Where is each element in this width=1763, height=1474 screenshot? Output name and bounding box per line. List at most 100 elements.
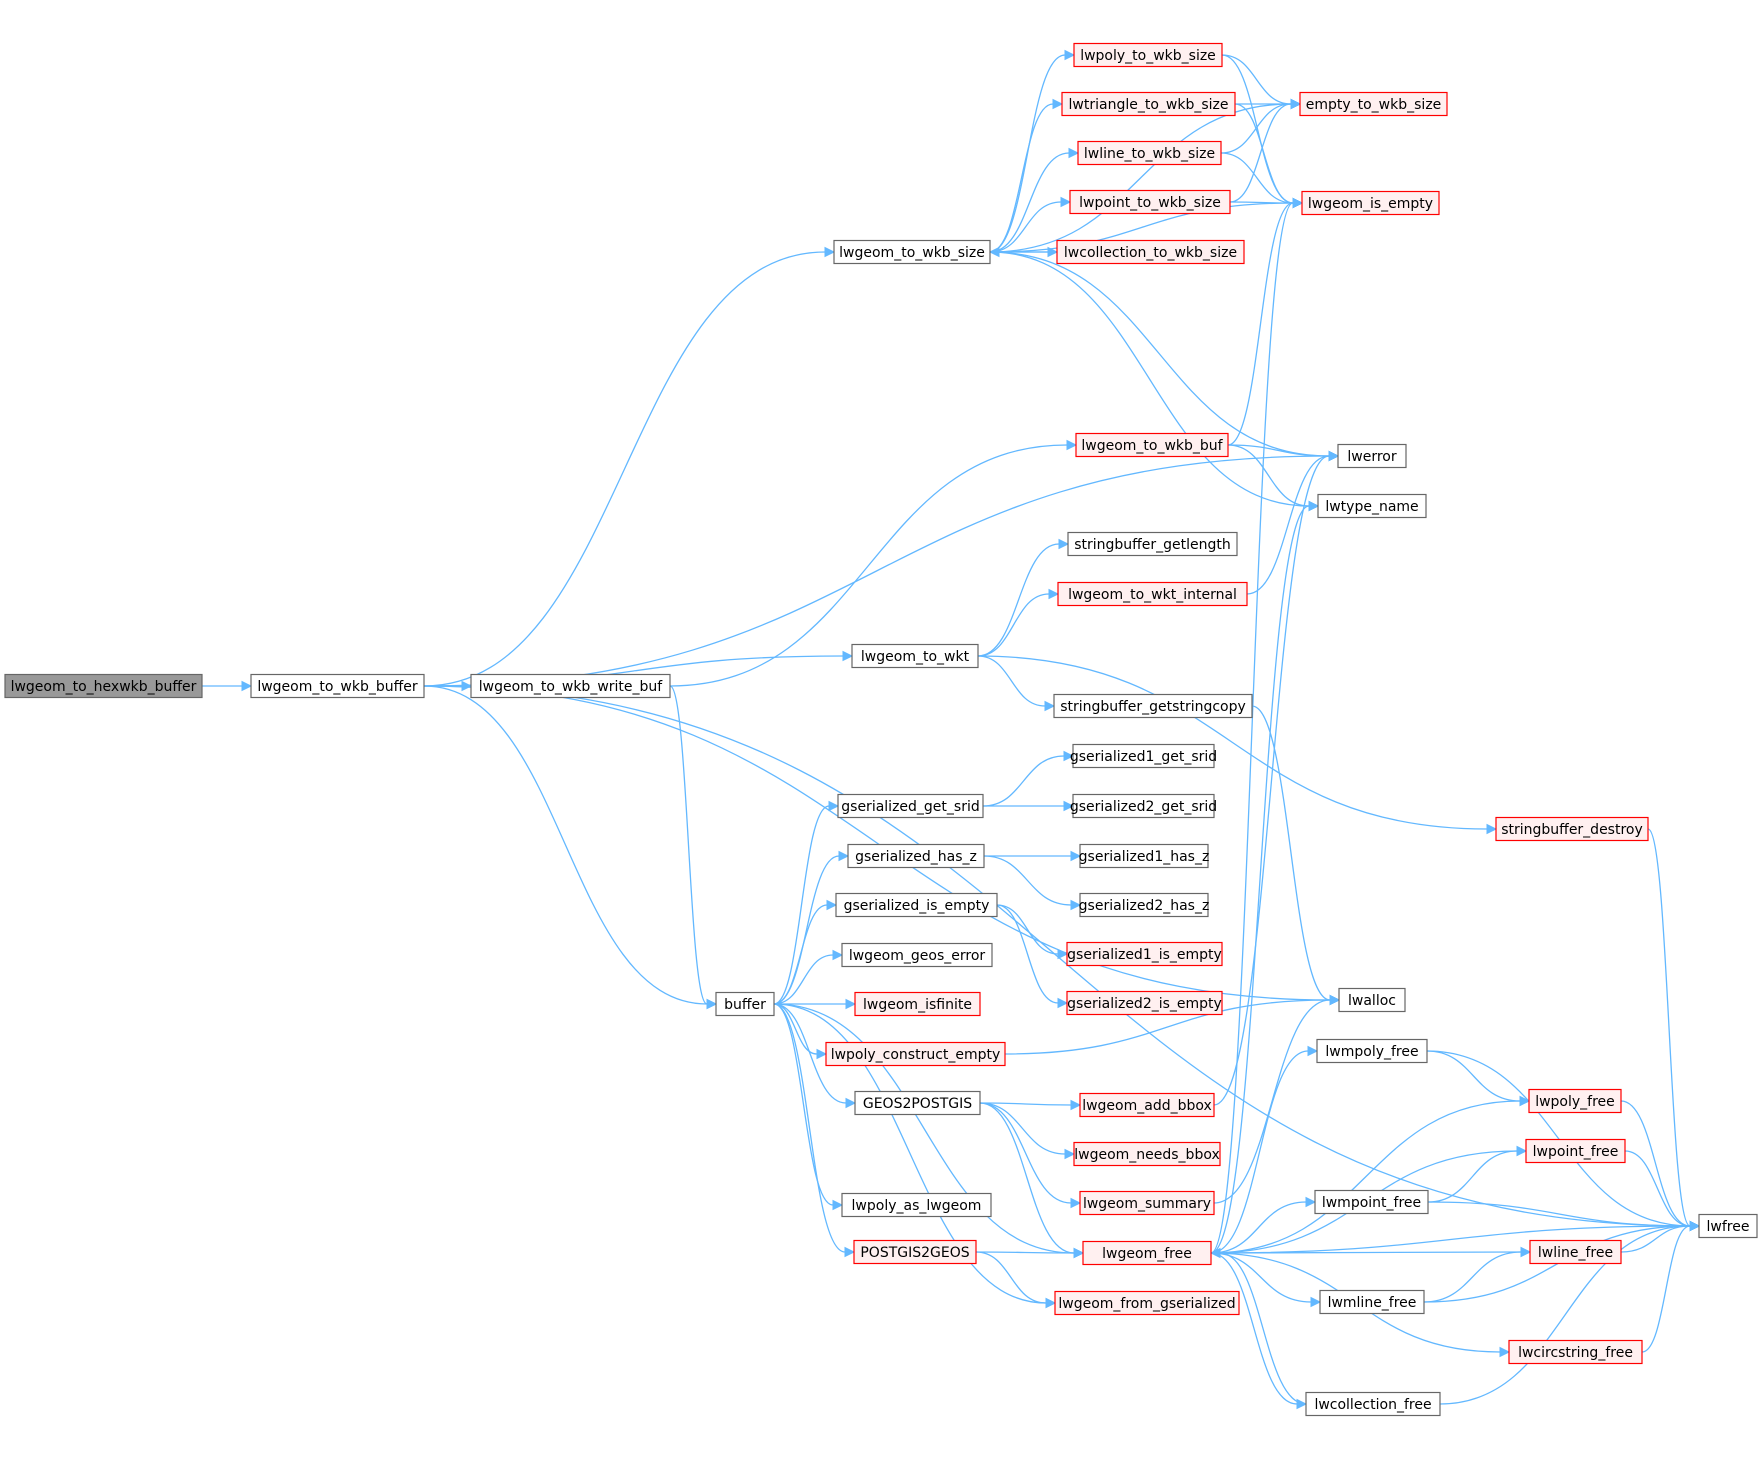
node-gserialized1-has-z[interactable]: gserialized1_has_z (1079, 843, 1210, 869)
node-box (1073, 42, 1223, 68)
node-lwgeom-needs-bbox[interactable]: lwgeom_needs_bbox (1073, 1141, 1221, 1167)
node-label: lwgeom_isfinite (863, 997, 972, 1013)
node-lwgeom-to-wkb-size[interactable]: lwgeom_to_wkb_size (833, 239, 991, 265)
node-label: gserialized1_has_z (1079, 849, 1210, 865)
node-gserialized-has-z[interactable]: gserialized_has_z (847, 843, 985, 869)
edge-arrowhead (1064, 1148, 1076, 1160)
edge-n33-n42 (1210, 1095, 1531, 1254)
node-lwcollection-free[interactable]: lwcollection_free (1305, 1391, 1441, 1417)
node-gserialized1-get-srid[interactable]: gserialized1_get_srid (1070, 743, 1217, 769)
node-postgis2geos[interactable]: POSTGIS2GEOS (853, 1239, 977, 1265)
node-lwcollection-to-wkb-size[interactable]: lwcollection_to_wkb_size (1056, 239, 1245, 265)
node-lwpoint-to-wkb-size[interactable]: lwpoint_to_wkb_size (1069, 189, 1231, 215)
edge-n27-n33 (979, 1102, 1085, 1259)
node-lwpoint-free[interactable]: lwpoint_free (1525, 1138, 1626, 1164)
node-lwgeom-is-empty[interactable]: lwgeom_is_empty (1301, 190, 1440, 216)
edge-arrowhead (1310, 1296, 1322, 1308)
node-gserialized2-is-empty[interactable]: gserialized2_is_empty (1066, 990, 1223, 1016)
node-gserialized2-has-z[interactable]: gserialized2_has_z (1079, 892, 1210, 918)
node-box (854, 1090, 981, 1116)
edge-line (1620, 1100, 1691, 1227)
edge-arrowhead (1066, 439, 1078, 451)
node-box (1069, 189, 1231, 215)
node-lwgeom-to-hexwkb-buffer[interactable]: lwgeom_to_hexwkb_buffer (4, 673, 203, 699)
node-stringbuffer-destroy[interactable]: stringbuffer_destroy (1495, 816, 1649, 842)
node-lwgeom-isfinite[interactable]: lwgeom_isfinite (854, 991, 981, 1017)
node-lwtriangle-to-wkb-size[interactable]: lwtriangle_to_wkb_size (1061, 91, 1236, 117)
node-box (1072, 743, 1215, 769)
node-box (1314, 1189, 1429, 1215)
node-box (1067, 531, 1238, 557)
node-lwline-to-wkb-size[interactable]: lwline_to_wkb_size (1077, 140, 1222, 166)
node-lwpoly-construct-empty[interactable]: lwpoly_construct_empty (825, 1041, 1006, 1067)
node-lwline-free[interactable]: lwline_free (1529, 1239, 1622, 1265)
edge-n18-n19 (984, 850, 1082, 862)
edge-arrowhead (832, 949, 844, 961)
edge-n30-n40 (1213, 994, 1341, 1204)
edge-line (989, 202, 1294, 253)
edge-n1-n2 (423, 246, 836, 687)
edge-n21-n22 (996, 904, 1069, 960)
node-gserialized2-get-srid[interactable]: gserialized2_get_srid (1070, 793, 1217, 819)
node-lwtype-name[interactable]: lwtype_name (1317, 493, 1427, 519)
node-lwmpoly-free[interactable]: lwmpoly_free (1316, 1038, 1428, 1064)
node-lwgeom-from-gserialized[interactable]: lwgeom_from_gserialized (1054, 1290, 1240, 1316)
node-lwpoly-as-lwgeom[interactable]: lwpoly_as_lwgeom (841, 1192, 992, 1218)
node-lwcircstring-free[interactable]: lwcircstring_free (1508, 1339, 1643, 1365)
node-stringbuffer-getstringcopy[interactable]: stringbuffer_getstringcopy (1053, 693, 1253, 719)
node-gserialized1-is-empty[interactable]: gserialized1_is_empty (1066, 941, 1223, 967)
node-lwgeom-to-wkb-buf[interactable]: lwgeom_to_wkb_buf (1075, 432, 1229, 458)
edge-n2-n9 (989, 196, 1072, 253)
node-lwfree[interactable]: lwfree (1698, 1213, 1758, 1239)
node-lwerror[interactable]: lwerror (1337, 443, 1407, 469)
edge-line (975, 1251, 1047, 1304)
edge-arrowhead (1052, 98, 1064, 110)
edge-line (773, 805, 830, 1005)
node-lwgeom-geos-error[interactable]: lwgeom_geos_error (841, 942, 993, 968)
node-box (1529, 1239, 1622, 1265)
edge-n0-n1 (202, 680, 253, 692)
node-buffer[interactable]: buffer (715, 991, 775, 1017)
node-box (1495, 816, 1649, 842)
node-box (1079, 1190, 1215, 1216)
edge-arrowhead (1308, 500, 1320, 512)
edge-line (1229, 103, 1292, 203)
node-lwgeom-to-wkb-buffer[interactable]: lwgeom_to_wkb_buffer (250, 673, 425, 699)
edge-line (989, 103, 1054, 253)
edge-arrowhead (1073, 1247, 1085, 1259)
node-label: lwgeom_free (1102, 1246, 1192, 1262)
node-lwmpoint-free[interactable]: lwmpoint_free (1314, 1189, 1429, 1215)
edge-n1-n5 (423, 685, 718, 1010)
node-lwmline-free[interactable]: lwmline_free (1319, 1289, 1425, 1315)
edge-n48-n33 (1209, 1247, 1307, 1405)
edge-arrowhead (1689, 1220, 1701, 1232)
edge-line (1234, 103, 1294, 204)
node-gserialized-get-srid[interactable]: gserialized_get_srid (837, 793, 984, 819)
node-gserialized-is-empty[interactable]: gserialized_is_empty (835, 892, 998, 918)
node-lwalloc[interactable]: lwalloc (1338, 987, 1406, 1013)
node-label: lwalloc (1348, 993, 1396, 1009)
node-label: lwgeom_to_wkb_size (839, 245, 985, 261)
node-label: lwline_to_wkb_size (1084, 146, 1215, 162)
edge-n4-n14 (977, 655, 1056, 712)
edge-n2-n6 (989, 49, 1076, 253)
node-empty-to-wkb-size[interactable]: empty_to_wkb_size (1299, 91, 1448, 117)
edge-n5-n27 (773, 1003, 857, 1109)
node-label: lwgeom_to_wkb_write_buf (479, 679, 664, 695)
node-label: POSTGIS2GEOS (860, 1245, 969, 1261)
node-lwgeom-add-bbox[interactable]: lwgeom_add_bbox (1079, 1092, 1215, 1118)
edge-n5-n15 (773, 800, 840, 1005)
edge-n5-n21 (773, 899, 838, 1005)
node-lwgeom-summary[interactable]: lwgeom_summary (1079, 1190, 1215, 1216)
node-stringbuffer-getlength[interactable]: stringbuffer_getlength (1067, 531, 1238, 557)
node-lwgeom-to-wkt-internal[interactable]: lwgeom_to_wkt_internal (1057, 581, 1248, 607)
edge-line (1210, 1201, 1307, 1254)
node-lwgeom-free[interactable]: lwgeom_free (1082, 1240, 1212, 1266)
node-box (1066, 990, 1223, 1016)
node-lwgeom-to-wkt[interactable]: lwgeom_to_wkt (851, 643, 979, 669)
node-lwpoly-to-wkb-size[interactable]: lwpoly_to_wkb_size (1073, 42, 1223, 68)
node-geos2postgis[interactable]: GEOS2POSTGIS (854, 1090, 981, 1116)
node-lwpoly-free[interactable]: lwpoly_free (1528, 1088, 1622, 1114)
node-lwgeom-to-wkb-write-buf[interactable]: lwgeom_to_wkb_write_buf (470, 673, 671, 699)
node-label: lwcircstring_free (1518, 1345, 1633, 1361)
